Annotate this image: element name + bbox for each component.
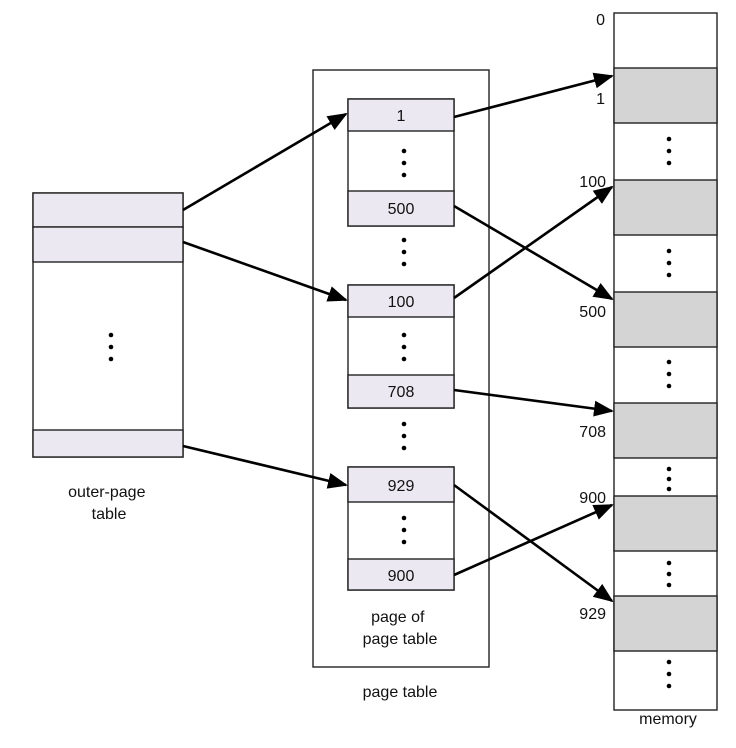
arrow-entry500-to-frame500 bbox=[453, 204, 614, 301]
page-entry-100: 100 bbox=[388, 294, 415, 311]
arrow-outer2-to-page2 bbox=[182, 240, 348, 302]
page-of-page-table-3: 929 900 bbox=[347, 466, 455, 591]
page2-ellipsis bbox=[401, 332, 407, 362]
page-table-label: page table bbox=[363, 684, 438, 701]
page-of-page-table-label: page of page table bbox=[363, 609, 438, 648]
page-of-page-table-label-line2: page table bbox=[363, 631, 438, 648]
memory-address-100: 100 bbox=[579, 174, 606, 191]
page-table-container bbox=[312, 69, 490, 668]
memory-address-500: 500 bbox=[579, 304, 606, 321]
arrow-entry708-to-frame708 bbox=[453, 388, 614, 417]
arrow-outer3-to-page3 bbox=[182, 444, 348, 489]
arrow-entry929-to-frame929 bbox=[453, 483, 614, 603]
page-of-page-table-label-line1: page of bbox=[371, 609, 425, 626]
memory-frame-900 bbox=[613, 495, 718, 552]
page-of-page-table-1: 1 500 bbox=[347, 98, 455, 227]
outer-page-table bbox=[32, 192, 184, 458]
memory-ellipsis-5 bbox=[666, 560, 672, 588]
page-entry-929: 929 bbox=[388, 478, 415, 495]
memory-label: memory bbox=[639, 711, 697, 728]
outer-entry-last bbox=[32, 429, 184, 458]
page-entry-708: 708 bbox=[388, 384, 415, 401]
memory-address-1: 1 bbox=[596, 91, 605, 108]
page3-ellipsis bbox=[401, 515, 407, 545]
memory-frame-929 bbox=[613, 595, 718, 652]
memory-ellipsis-3 bbox=[666, 359, 672, 389]
arrow-entry900-to-frame900 bbox=[453, 503, 614, 577]
memory-address-929: 929 bbox=[579, 606, 606, 623]
outer-page-table-label: outer-page table bbox=[68, 484, 150, 523]
memory-ellipsis-2 bbox=[666, 248, 672, 278]
memory-address-0: 0 bbox=[596, 12, 605, 29]
arrow-outer1-to-page1 bbox=[182, 112, 348, 212]
page1-ellipsis bbox=[401, 148, 407, 178]
page-entry-500: 500 bbox=[388, 201, 415, 218]
between-pages-ellipsis-2 bbox=[401, 421, 407, 451]
arrow-entry1-to-frame1 bbox=[453, 72, 614, 119]
outer-page-table-label-line1: outer-page bbox=[68, 484, 145, 501]
memory-frame-708 bbox=[613, 402, 718, 459]
memory-ellipsis-1 bbox=[666, 136, 672, 166]
page-entry-900: 900 bbox=[388, 568, 415, 585]
page-entry-1: 1 bbox=[397, 108, 406, 125]
page-of-page-table-2: 100 708 bbox=[347, 284, 455, 409]
outer-ellipsis bbox=[108, 332, 114, 362]
memory-ellipsis-6 bbox=[666, 659, 672, 689]
memory-address-708: 708 bbox=[579, 424, 606, 441]
memory-frame-1 bbox=[613, 67, 718, 124]
memory-address-900: 900 bbox=[579, 490, 606, 507]
memory-ellipsis-4 bbox=[666, 466, 672, 492]
memory-frame-100 bbox=[613, 179, 718, 236]
outer-page-table-label-line2: table bbox=[92, 506, 127, 523]
outer-entry-2 bbox=[32, 226, 184, 263]
between-pages-ellipsis-1 bbox=[401, 237, 407, 267]
arrow-entry100-to-frame100 bbox=[453, 185, 614, 300]
outer-entry-1 bbox=[32, 192, 184, 228]
memory-column bbox=[613, 12, 718, 711]
memory-frame-500 bbox=[613, 291, 718, 348]
